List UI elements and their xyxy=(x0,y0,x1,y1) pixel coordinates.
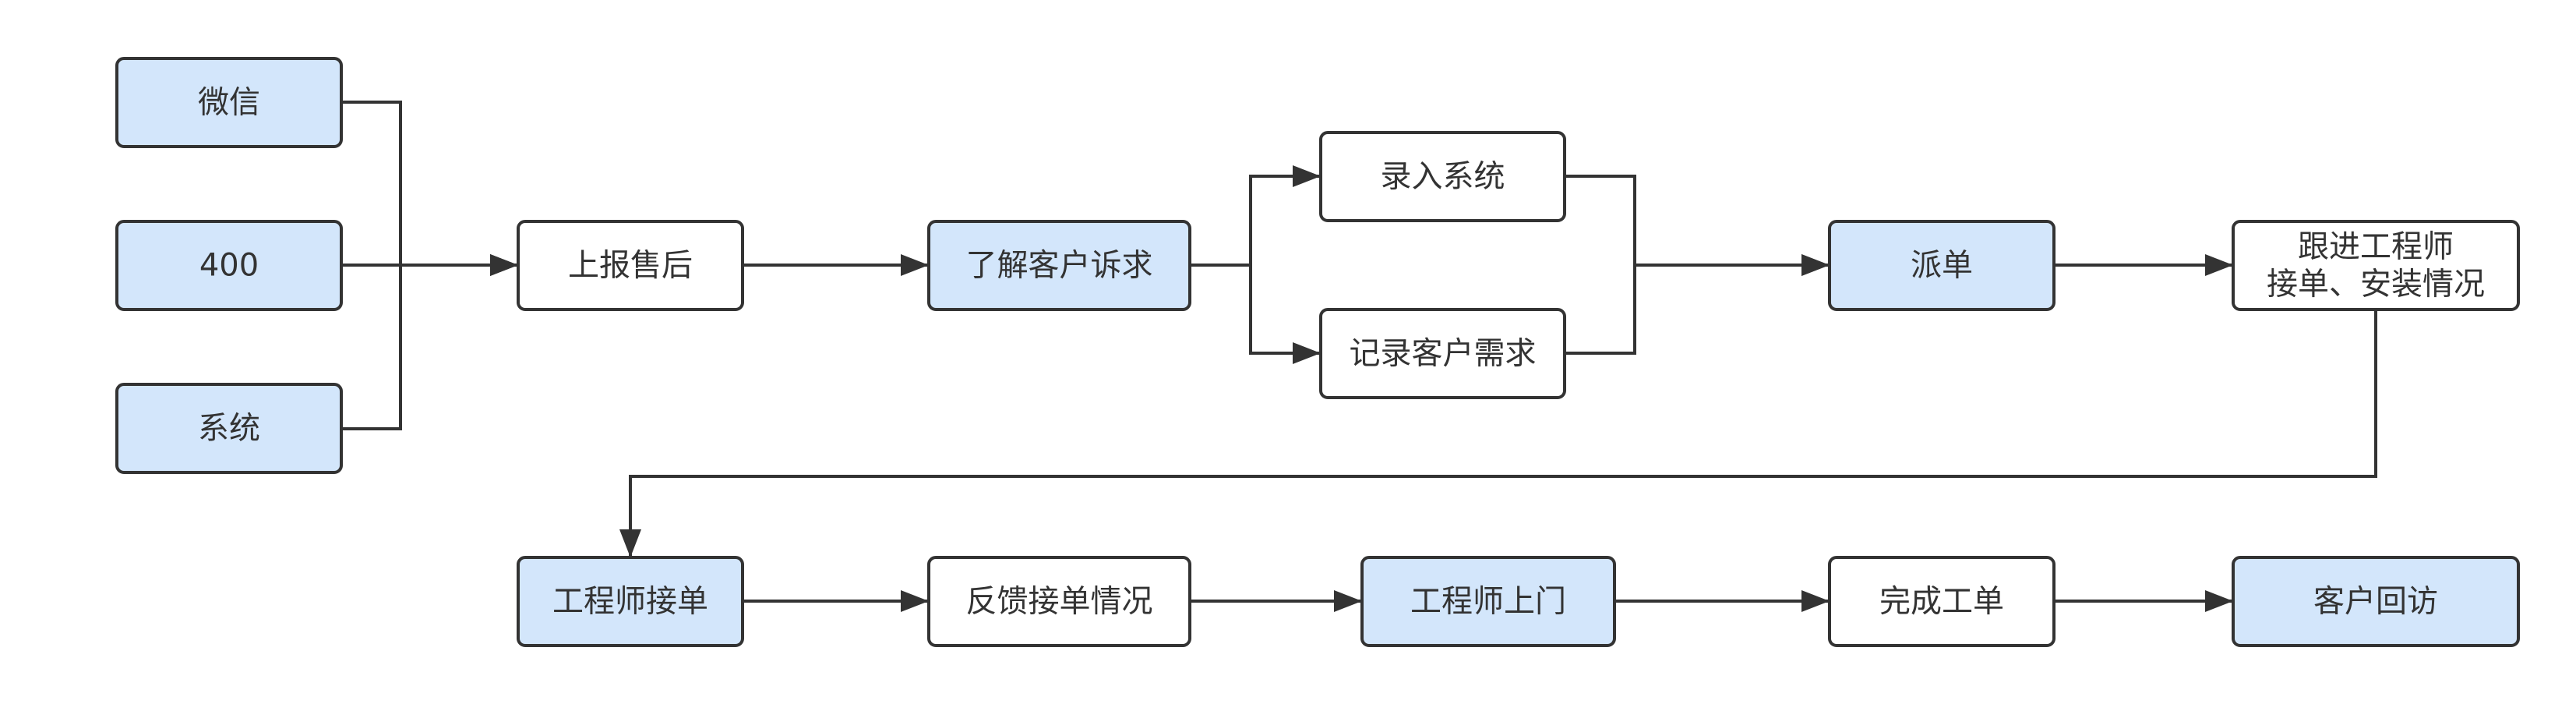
node-box xyxy=(1360,556,1616,647)
node-visit: 工程师上门 xyxy=(1360,556,1616,647)
node-report: 上报售后 xyxy=(517,220,744,311)
node-label: 录入系统 xyxy=(1381,159,1505,195)
node-n400: 400 xyxy=(115,220,343,311)
node-system: 系统 xyxy=(115,383,343,474)
node-box xyxy=(517,556,744,647)
node-box xyxy=(2232,220,2520,311)
node-box xyxy=(115,220,343,311)
node-label: 完成工单 xyxy=(1879,584,2004,620)
node-label: 客户回访 xyxy=(2313,584,2438,620)
node-label: 接单、安装情况 xyxy=(2267,267,2485,302)
connector-record-to-dispatch xyxy=(1565,254,1830,355)
node-label: 微信 xyxy=(198,85,260,121)
node-box xyxy=(115,57,343,148)
node-box xyxy=(927,556,1191,647)
node-label: 派单 xyxy=(1911,248,1973,284)
node-box xyxy=(2232,556,2520,647)
node-box xyxy=(517,220,744,311)
node-label: 工程师上门 xyxy=(1410,584,1566,620)
node-wechat: 微信 xyxy=(115,57,343,148)
node-box xyxy=(1828,556,2056,647)
node-box xyxy=(927,220,1191,311)
node-label: 记录客户需求 xyxy=(1350,336,1537,372)
node-understand: 了解客户诉求 xyxy=(927,220,1191,311)
node-entry: 录入系统 xyxy=(1319,131,1566,222)
node-complete: 完成工单 xyxy=(1828,556,2056,647)
connector-system-to-report xyxy=(341,254,518,430)
node-dispatch: 派单 xyxy=(1828,220,2056,311)
node-label: 系统 xyxy=(198,411,260,447)
connector-understand-to-entry xyxy=(1190,165,1321,267)
node-label: 上报售后 xyxy=(568,248,693,284)
node-box xyxy=(1319,131,1566,222)
node-feedback: 反馈接单情况 xyxy=(927,556,1191,647)
node-label: 400 xyxy=(199,248,259,284)
node-box xyxy=(1828,220,2056,311)
node-engaccept: 工程师接单 xyxy=(517,556,744,647)
node-label: 工程师接单 xyxy=(552,584,708,620)
connectors xyxy=(341,101,2377,612)
node-box xyxy=(115,383,343,474)
connector-follow-to-engaccept xyxy=(619,310,2377,557)
connector-entry-to-dispatch xyxy=(1565,175,1830,276)
node-label: 了解客户诉求 xyxy=(966,248,1153,284)
connector-understand-to-record xyxy=(1190,264,1321,364)
node-box xyxy=(1319,308,1566,399)
node-label: 跟进工程师 xyxy=(2298,229,2454,265)
node-record: 记录客户需求 xyxy=(1319,308,1566,399)
node-label: 反馈接单情况 xyxy=(966,584,1153,620)
node-revisit: 客户回访 xyxy=(2232,556,2520,647)
connector-wechat-to-report xyxy=(341,101,518,276)
